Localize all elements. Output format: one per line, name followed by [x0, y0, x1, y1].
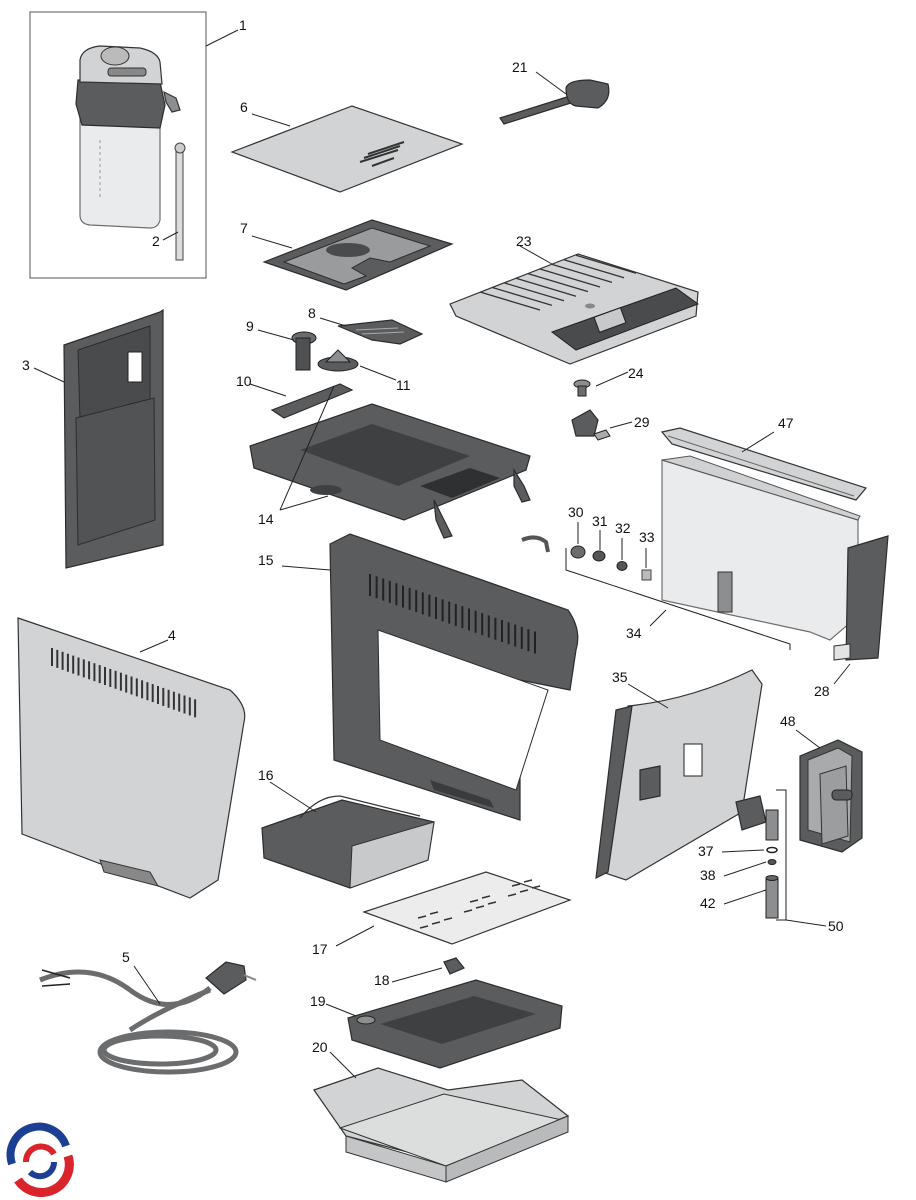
part-37-o-ring [766, 846, 778, 854]
part-30-fitting [570, 545, 586, 559]
label-50: 50 [828, 918, 844, 934]
water-tank [661, 455, 861, 641]
part-48-filter-holder [799, 739, 863, 853]
label-10: 10 [236, 373, 252, 389]
part-8-clip [337, 319, 424, 345]
part-33-spring [641, 569, 652, 581]
part-6-top-plate [230, 105, 464, 193]
label-14: 14 [258, 511, 274, 527]
label-33: 33 [639, 529, 655, 545]
part-14-chassis [249, 403, 531, 539]
label-28: 28 [814, 683, 830, 699]
label-4: 4 [168, 627, 176, 643]
part-10-bracket [270, 383, 354, 419]
part-20-drip-tray [313, 1067, 570, 1183]
part-3-side-panel [63, 308, 164, 569]
part-42-pin [765, 875, 779, 919]
label-19: 19 [310, 993, 326, 1009]
label-29: 29 [634, 414, 650, 430]
part-24-valve [571, 379, 599, 437]
label-3: 3 [22, 357, 30, 373]
label-6: 6 [240, 99, 248, 115]
part-34-hose [521, 535, 550, 553]
label-42: 42 [700, 895, 716, 911]
part-28-tank-cover [833, 535, 889, 661]
label-1: 1 [239, 17, 247, 33]
label-17: 17 [312, 941, 328, 957]
part-21-scoop [499, 79, 610, 125]
label-24: 24 [628, 365, 644, 381]
label-31: 31 [592, 513, 608, 529]
label-34: 34 [626, 625, 642, 641]
part-17-tray-plate [362, 871, 572, 945]
part-11-cone [317, 349, 359, 372]
label-11: 11 [396, 377, 411, 393]
label-16: 16 [258, 767, 274, 783]
label-30: 30 [568, 504, 584, 520]
label-21: 21 [512, 59, 528, 75]
part-32-fitting [616, 561, 628, 571]
part-19-tray-frame [347, 979, 563, 1069]
part-18-float [443, 957, 465, 975]
label-7: 7 [240, 220, 248, 236]
brand-swirl-icon [6, 1122, 74, 1197]
part-50-valve-assembly [735, 795, 779, 841]
part-29-seal [593, 429, 611, 441]
label-9: 9 [246, 318, 254, 334]
part-47-tank-lid [660, 427, 868, 501]
label-5: 5 [122, 949, 130, 965]
label-38: 38 [700, 867, 716, 883]
label-20: 20 [312, 1039, 328, 1055]
part-35-front-panel [595, 669, 763, 881]
label-2: 2 [152, 233, 160, 249]
part-5-power-cord [39, 961, 257, 1075]
part-31-fitting [592, 550, 606, 562]
label-32: 32 [615, 520, 631, 536]
part-23-control-panel [449, 253, 700, 365]
label-18: 18 [374, 972, 390, 988]
label-48: 48 [780, 713, 796, 729]
part-16-grounds-box [261, 795, 435, 889]
part-9-knob [291, 331, 317, 371]
label-15: 15 [258, 552, 274, 568]
part-15-frame [329, 533, 579, 821]
part-4-cover-panel [17, 617, 246, 899]
part-7-gasket [262, 219, 454, 291]
label-47: 47 [778, 415, 794, 431]
part-1-milk-carafe [29, 11, 207, 279]
label-35: 35 [612, 669, 628, 685]
part-38-o-ring [767, 859, 777, 865]
label-23: 23 [516, 233, 532, 249]
label-8: 8 [308, 305, 316, 321]
label-37: 37 [698, 843, 714, 859]
